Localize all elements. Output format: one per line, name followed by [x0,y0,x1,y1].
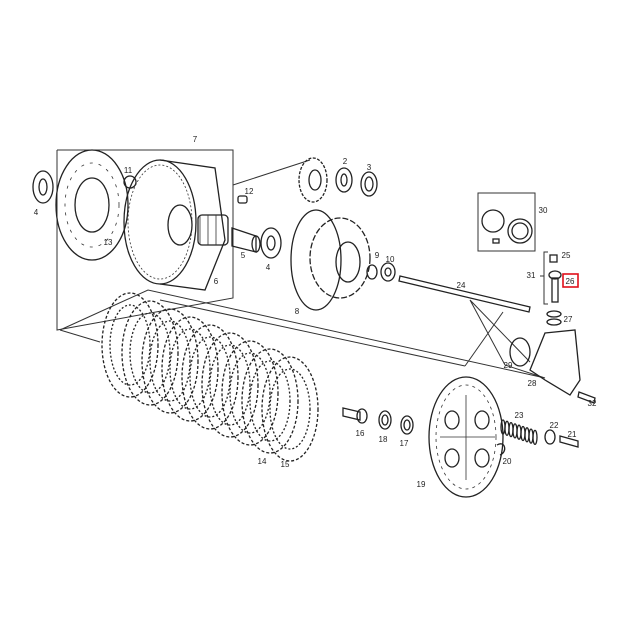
clutch-plate [249,360,291,442]
clutch-plate [221,340,279,446]
o-ring-part-27 [546,310,562,326]
part-label-3[interactable]: 3 [367,163,372,172]
pushrod-part-24 [398,275,531,313]
cap-part-25 [549,254,558,263]
clutch-plate [269,368,311,450]
part-label-13[interactable]: 13 [104,238,113,247]
part-label-26[interactable]: 26 [566,277,575,286]
part-label-14[interactable]: 14 [258,457,267,466]
leader-line [159,299,466,367]
clutch-plate [229,352,271,434]
part-label-17[interactable]: 17 [400,439,409,448]
clutch-plate [169,328,211,410]
leader-line [464,311,504,367]
washer-part-4 [32,170,54,204]
inner-hub-part-8 [290,209,371,311]
o-ring-part-29 [509,337,531,367]
bleed-screw-part-26 [548,270,562,303]
part-label-6[interactable]: 6 [214,277,219,286]
part-label-16[interactable]: 16 [356,429,365,438]
part-label-29[interactable]: 29 [504,361,513,370]
bolt-part-21 [559,435,579,448]
clutch-plate [241,348,299,454]
bearing-part-3 [360,171,378,197]
clutch-basket [123,159,229,291]
part-label-20[interactable]: 20 [503,457,512,466]
bolt-part-32 [577,391,596,404]
bearing-part-18 [378,410,392,430]
washer-part-2 [335,167,353,193]
clutch-plate [189,336,231,418]
clutch-plate [161,316,219,422]
part-label-5[interactable]: 5 [241,251,246,260]
part-label-19[interactable]: 19 [417,480,426,489]
part-label-31[interactable]: 31 [527,271,536,280]
clutch-plate [121,300,179,406]
pin-part-12 [237,195,248,204]
spring-part-23 [500,419,538,446]
clutch-plate [129,312,171,394]
clutch-plate [101,292,159,398]
highlight-box [562,273,579,288]
part-label-32[interactable]: 32 [588,399,597,408]
part-label-21[interactable]: 21 [568,430,577,439]
clutch-plate [141,308,199,414]
part-label-7[interactable]: 7 [193,135,198,144]
pusher-part-16 [342,407,368,424]
part-label-24[interactable]: 24 [457,281,466,290]
part-label-10[interactable]: 10 [386,255,395,264]
slave-cylinder-part-28 [529,329,581,396]
part-label-9[interactable]: 9 [375,251,380,260]
part-label-11[interactable]: 11 [124,166,133,175]
part-label-27[interactable]: 27 [564,315,573,324]
part-label-18[interactable]: 18 [379,435,388,444]
circlip-part-20 [496,443,506,456]
spring-coil [532,429,538,446]
pressure-plate-part-19 [428,376,504,498]
part-label-22[interactable]: 22 [550,421,559,430]
part-label-12[interactable]: 12 [245,187,254,196]
part-label-30[interactable]: 30 [539,206,548,215]
part-label-2[interactable]: 2 [343,157,348,166]
part-label-23[interactable]: 23 [515,411,524,420]
group-frame-7 [56,149,234,331]
clutch-plate [201,332,259,438]
seal-kit-box-30 [477,192,536,252]
clutch-plate [149,320,191,402]
clutch-plate [261,356,319,462]
washer-part-22 [544,429,556,445]
part-label-4[interactable]: 4 [34,208,39,217]
part-label-15[interactable]: 15 [281,460,290,469]
clutch-plate [109,304,151,386]
leader-line [59,329,101,343]
washer-part-9 [366,264,378,280]
part-label-28[interactable]: 28 [528,379,537,388]
part-label-4[interactable]: 4 [266,263,271,272]
washer-part-17 [400,415,414,435]
part-label-8[interactable]: 8 [295,307,300,316]
sleeve-part-5 [231,227,261,253]
group-frame-plates [59,289,546,379]
bracket-31 [543,251,548,305]
washer-part-4b [260,227,282,259]
leader-line [232,159,311,186]
clutch-plates-14-15 [101,292,319,462]
clutch-plate [181,324,239,430]
nut-part-10 [380,262,396,282]
plate-part-13 [55,149,129,261]
part-label-25[interactable]: 25 [562,251,571,260]
clutch-plate [209,344,251,426]
gear-part [298,157,328,203]
